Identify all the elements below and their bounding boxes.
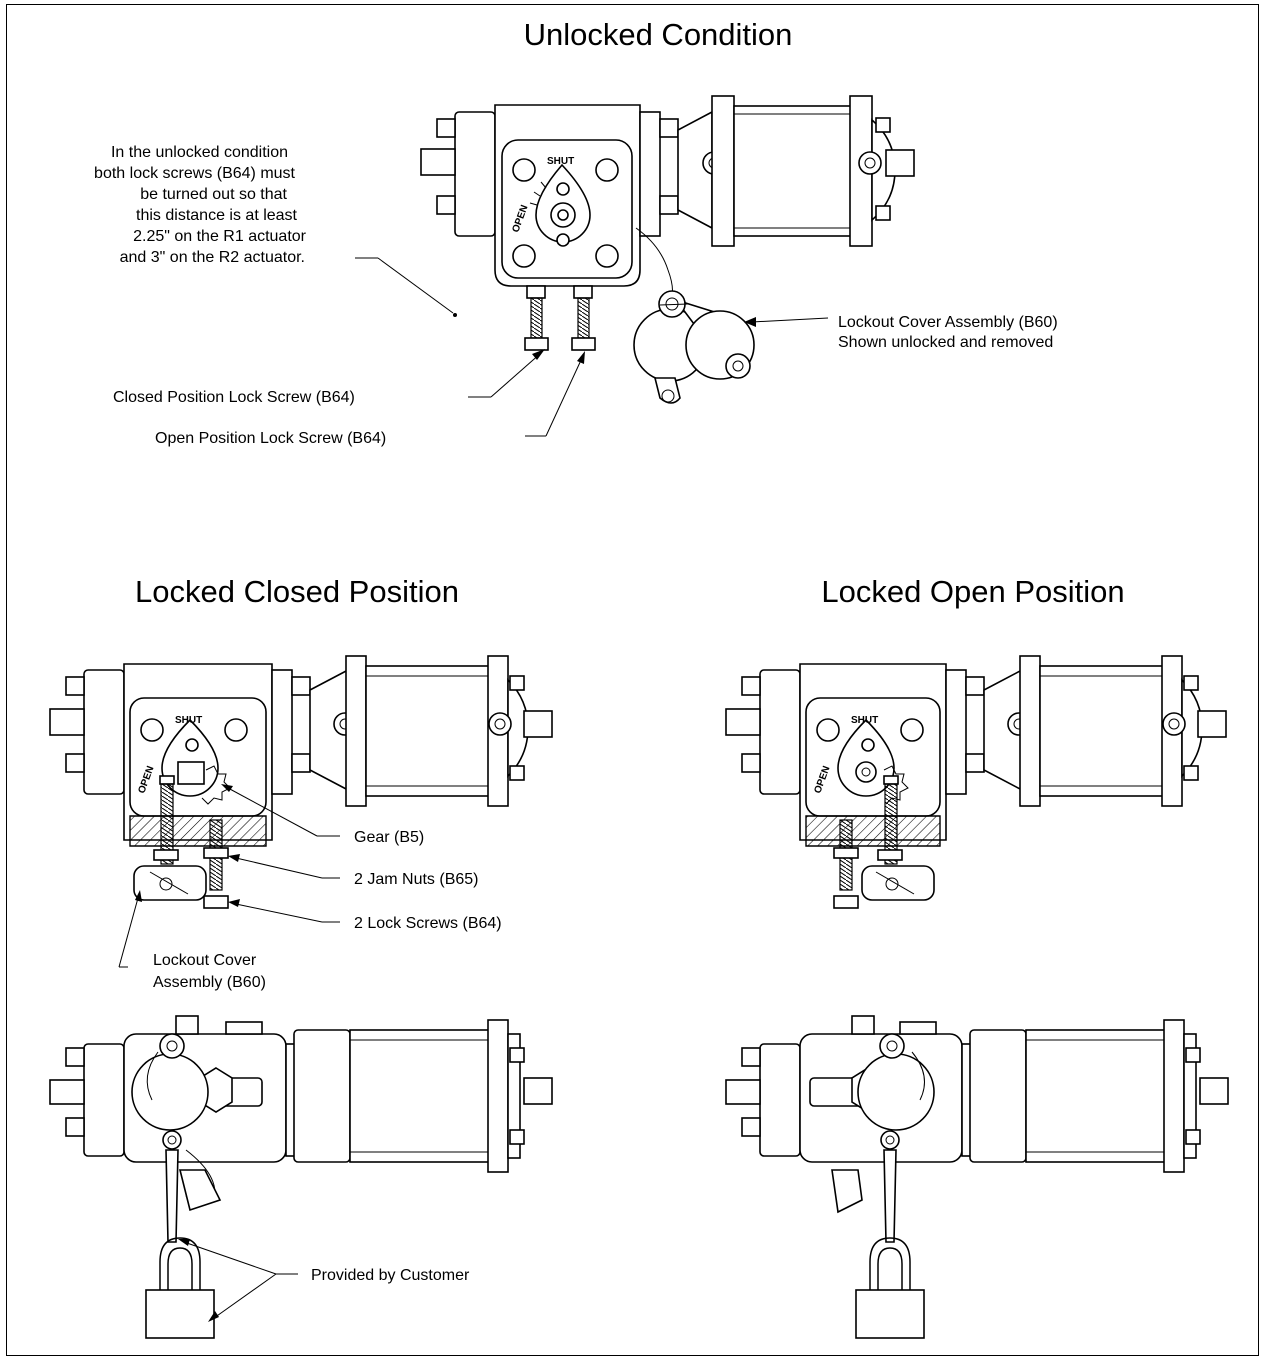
title-locked-open: Locked Open Position [821,574,1124,609]
unlocked-note: In the unlocked condition both lock scre… [94,144,457,317]
open-front-view: SHUT OPEN [725,655,1227,909]
title-locked-closed: Locked Closed Position [135,574,459,609]
note-line-2: both lock screws (B64) must [94,165,296,182]
callout-closed-lock-screw: Closed Position Lock Screw (B64) [113,389,355,406]
note-line-5: 2.25" on the R1 actuator [133,228,307,245]
open-dial-shut: SHUT [851,715,878,726]
closed-front-view: SHUT OPEN [49,655,553,909]
dial-shut-label: SHUT [547,156,574,167]
title-unlocked: Unlocked Condition [524,17,793,52]
callout-lockout-cover-line2: Assembly (B60) [153,974,266,991]
note-line-6: and 3" on the R2 actuator. [120,249,305,266]
open-top-view [725,1015,1229,1339]
callout-gear: Gear (B5) [354,829,424,846]
callout-jam-nuts: 2 Jam Nuts (B65) [354,871,478,888]
unlocked-callouts: Lockout Cover Assembly (B60) Shown unloc… [113,314,1058,447]
callout-lockout-cover-assembly: Lockout Cover Assembly (B60) [838,314,1058,331]
note-line-3: be turned out so that [140,186,287,203]
closed-dial-shut: SHUT [175,715,202,726]
closed-top-view [49,1015,553,1339]
customer-callout: Provided by Customer [178,1239,470,1322]
callout-shown-unlocked: Shown unlocked and removed [838,334,1053,351]
callout-open-lock-screw: Open Position Lock Screw (B64) [155,430,386,447]
callout-lock-screws: 2 Lock Screws (B64) [354,915,502,932]
callout-lockout-cover-line1: Lockout Cover [153,952,257,969]
lockout-cover-removed [633,290,755,404]
closed-callouts: Gear (B5) 2 Jam Nuts (B65) 2 Lock Screws… [118,784,502,991]
unlocked-actuator: SHUT OPEN [420,95,915,351]
callout-provided-by-customer: Provided by Customer [311,1267,470,1284]
drawing-frame [6,4,1259,1356]
note-line-4: this distance is at least [136,207,298,224]
note-line-1: In the unlocked condition [111,144,288,161]
